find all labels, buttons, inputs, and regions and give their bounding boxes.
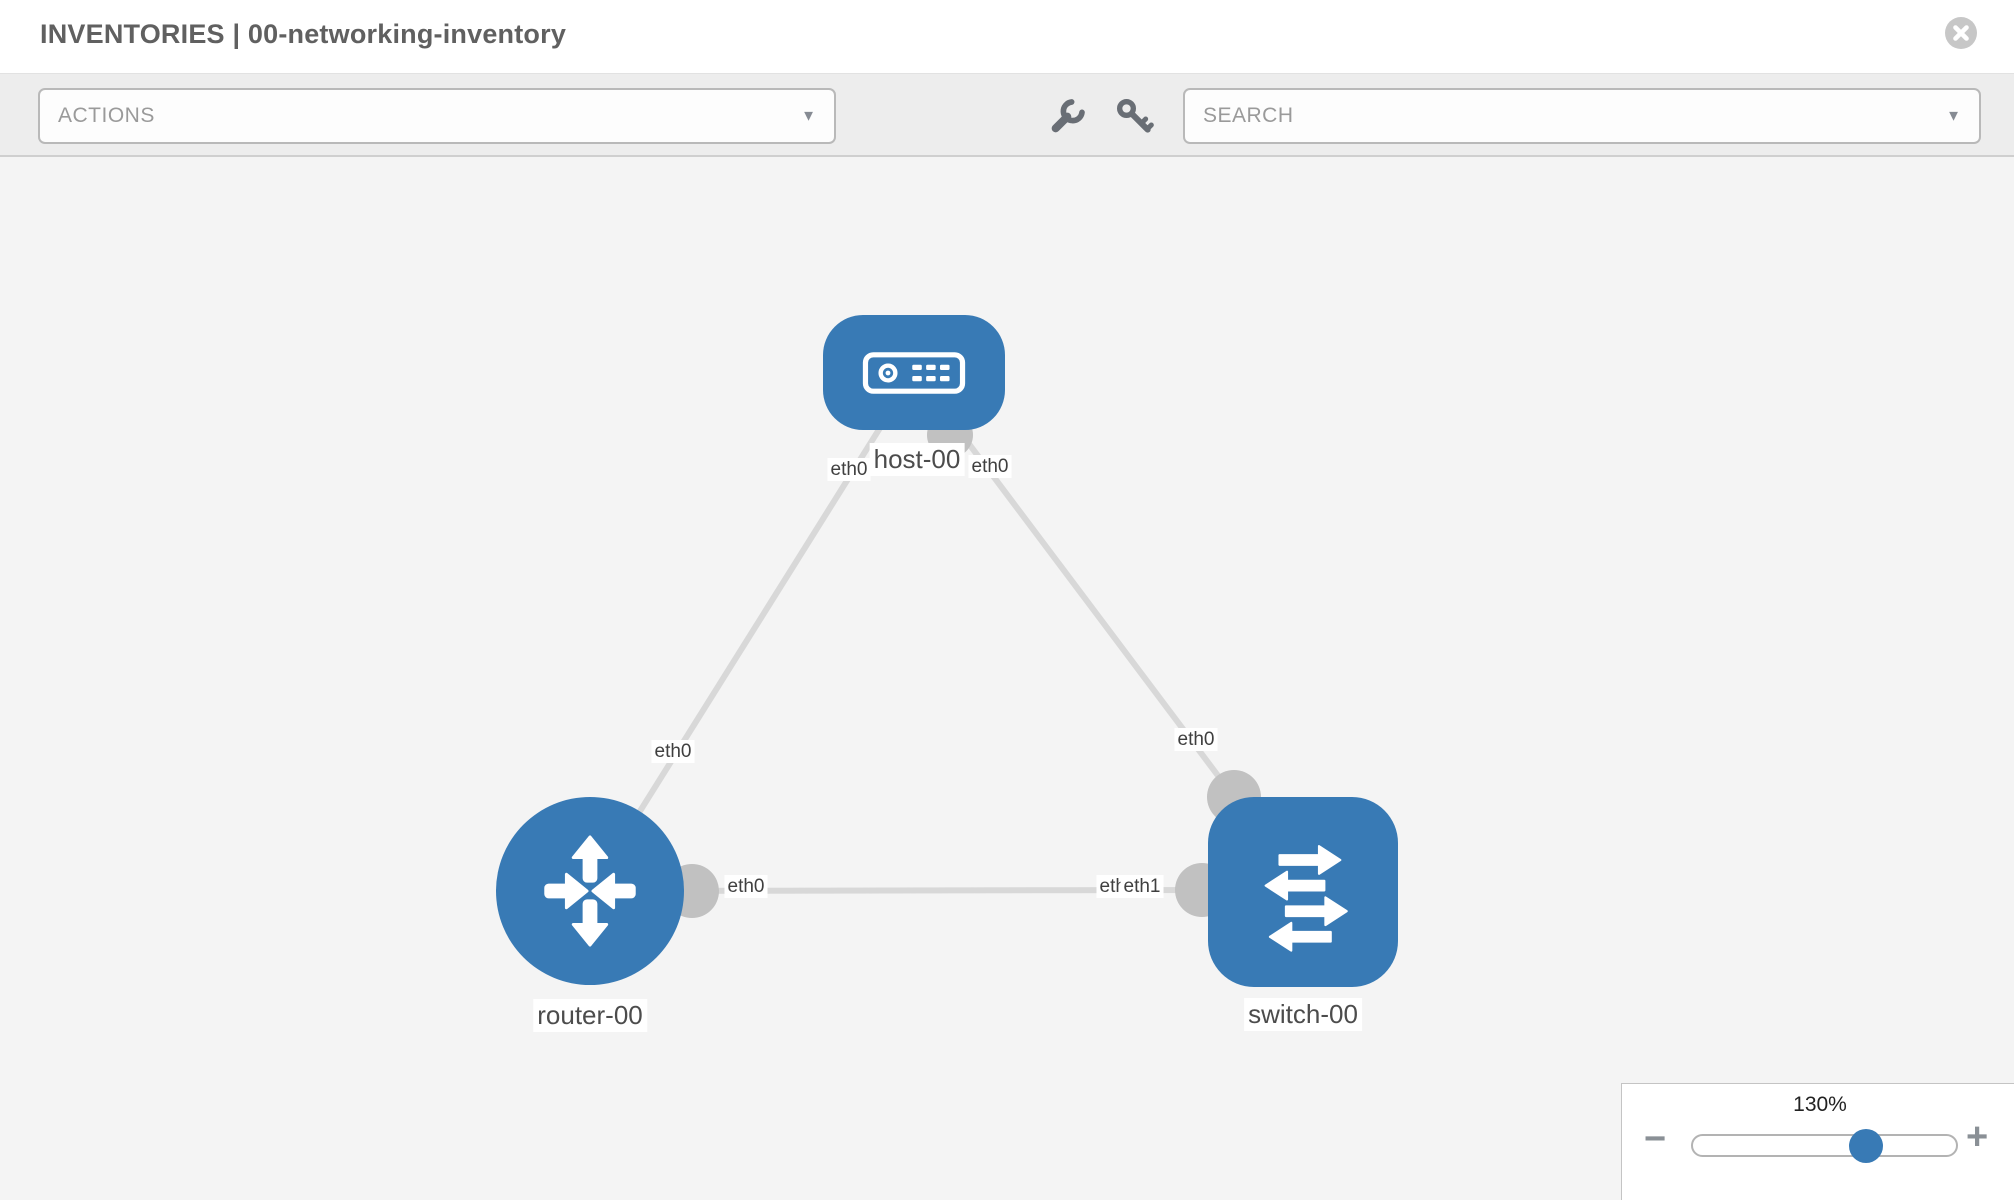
wrench-icon bbox=[1051, 99, 1085, 133]
topology-canvas[interactable]: host-00 router-00 switch-00 eth0 eth0 et… bbox=[0, 157, 2014, 1200]
close-button[interactable] bbox=[1944, 16, 1978, 50]
host-icon bbox=[862, 351, 966, 394]
node-label-host-00: host-00 bbox=[869, 443, 965, 476]
iface-label-router-right: eth0 bbox=[724, 875, 768, 898]
node-switch-00[interactable] bbox=[1208, 797, 1398, 987]
iface-label-switch-eth1: eth1 bbox=[1120, 875, 1164, 898]
iface-label-host-switch-link: eth0 bbox=[1174, 728, 1218, 751]
zoom-in-button[interactable]: + bbox=[1966, 1116, 1989, 1158]
node-label-switch-00: switch-00 bbox=[1244, 998, 1362, 1031]
page-title: INVENTORIES | 00-networking-inventory bbox=[40, 19, 567, 49]
zoom-slider-handle[interactable] bbox=[1849, 1129, 1883, 1163]
iface-label-host-left: eth0 bbox=[827, 458, 871, 481]
zoom-slider-track[interactable] bbox=[1691, 1129, 1958, 1163]
node-router-00[interactable] bbox=[496, 797, 684, 985]
search-dropdown-label: SEARCH bbox=[1203, 104, 1294, 127]
iface-label-host-right: eth0 bbox=[968, 455, 1012, 478]
actions-dropdown-label: ACTIONS bbox=[58, 104, 155, 127]
key-icon bbox=[1117, 99, 1154, 133]
key-button[interactable] bbox=[1114, 96, 1154, 136]
router-icon bbox=[544, 835, 636, 947]
zoom-level: 130% bbox=[1793, 1093, 1847, 1116]
wrench-button[interactable] bbox=[1048, 96, 1088, 136]
actions-dropdown[interactable]: ACTIONS ▼ bbox=[38, 88, 836, 144]
node-label-router-00: router-00 bbox=[533, 999, 647, 1032]
chevron-down-icon: ▼ bbox=[801, 107, 816, 125]
close-icon bbox=[1945, 17, 1977, 49]
zoom-panel: 130% − + bbox=[1621, 1083, 2014, 1200]
page-header: INVENTORIES | 00-networking-inventory bbox=[0, 0, 2014, 73]
iface-label-host-router-link: eth0 bbox=[651, 740, 695, 763]
chevron-down-icon: ▼ bbox=[1946, 107, 1961, 125]
node-host-00[interactable] bbox=[823, 315, 1005, 430]
links-layer bbox=[587, 370, 1261, 918]
switch-icon bbox=[1264, 845, 1348, 952]
toolbar: ACTIONS ▼ SEARCH ▼ bbox=[0, 73, 2014, 157]
zoom-out-button[interactable]: − bbox=[1644, 1118, 1667, 1160]
search-dropdown[interactable]: SEARCH ▼ bbox=[1183, 88, 1981, 144]
